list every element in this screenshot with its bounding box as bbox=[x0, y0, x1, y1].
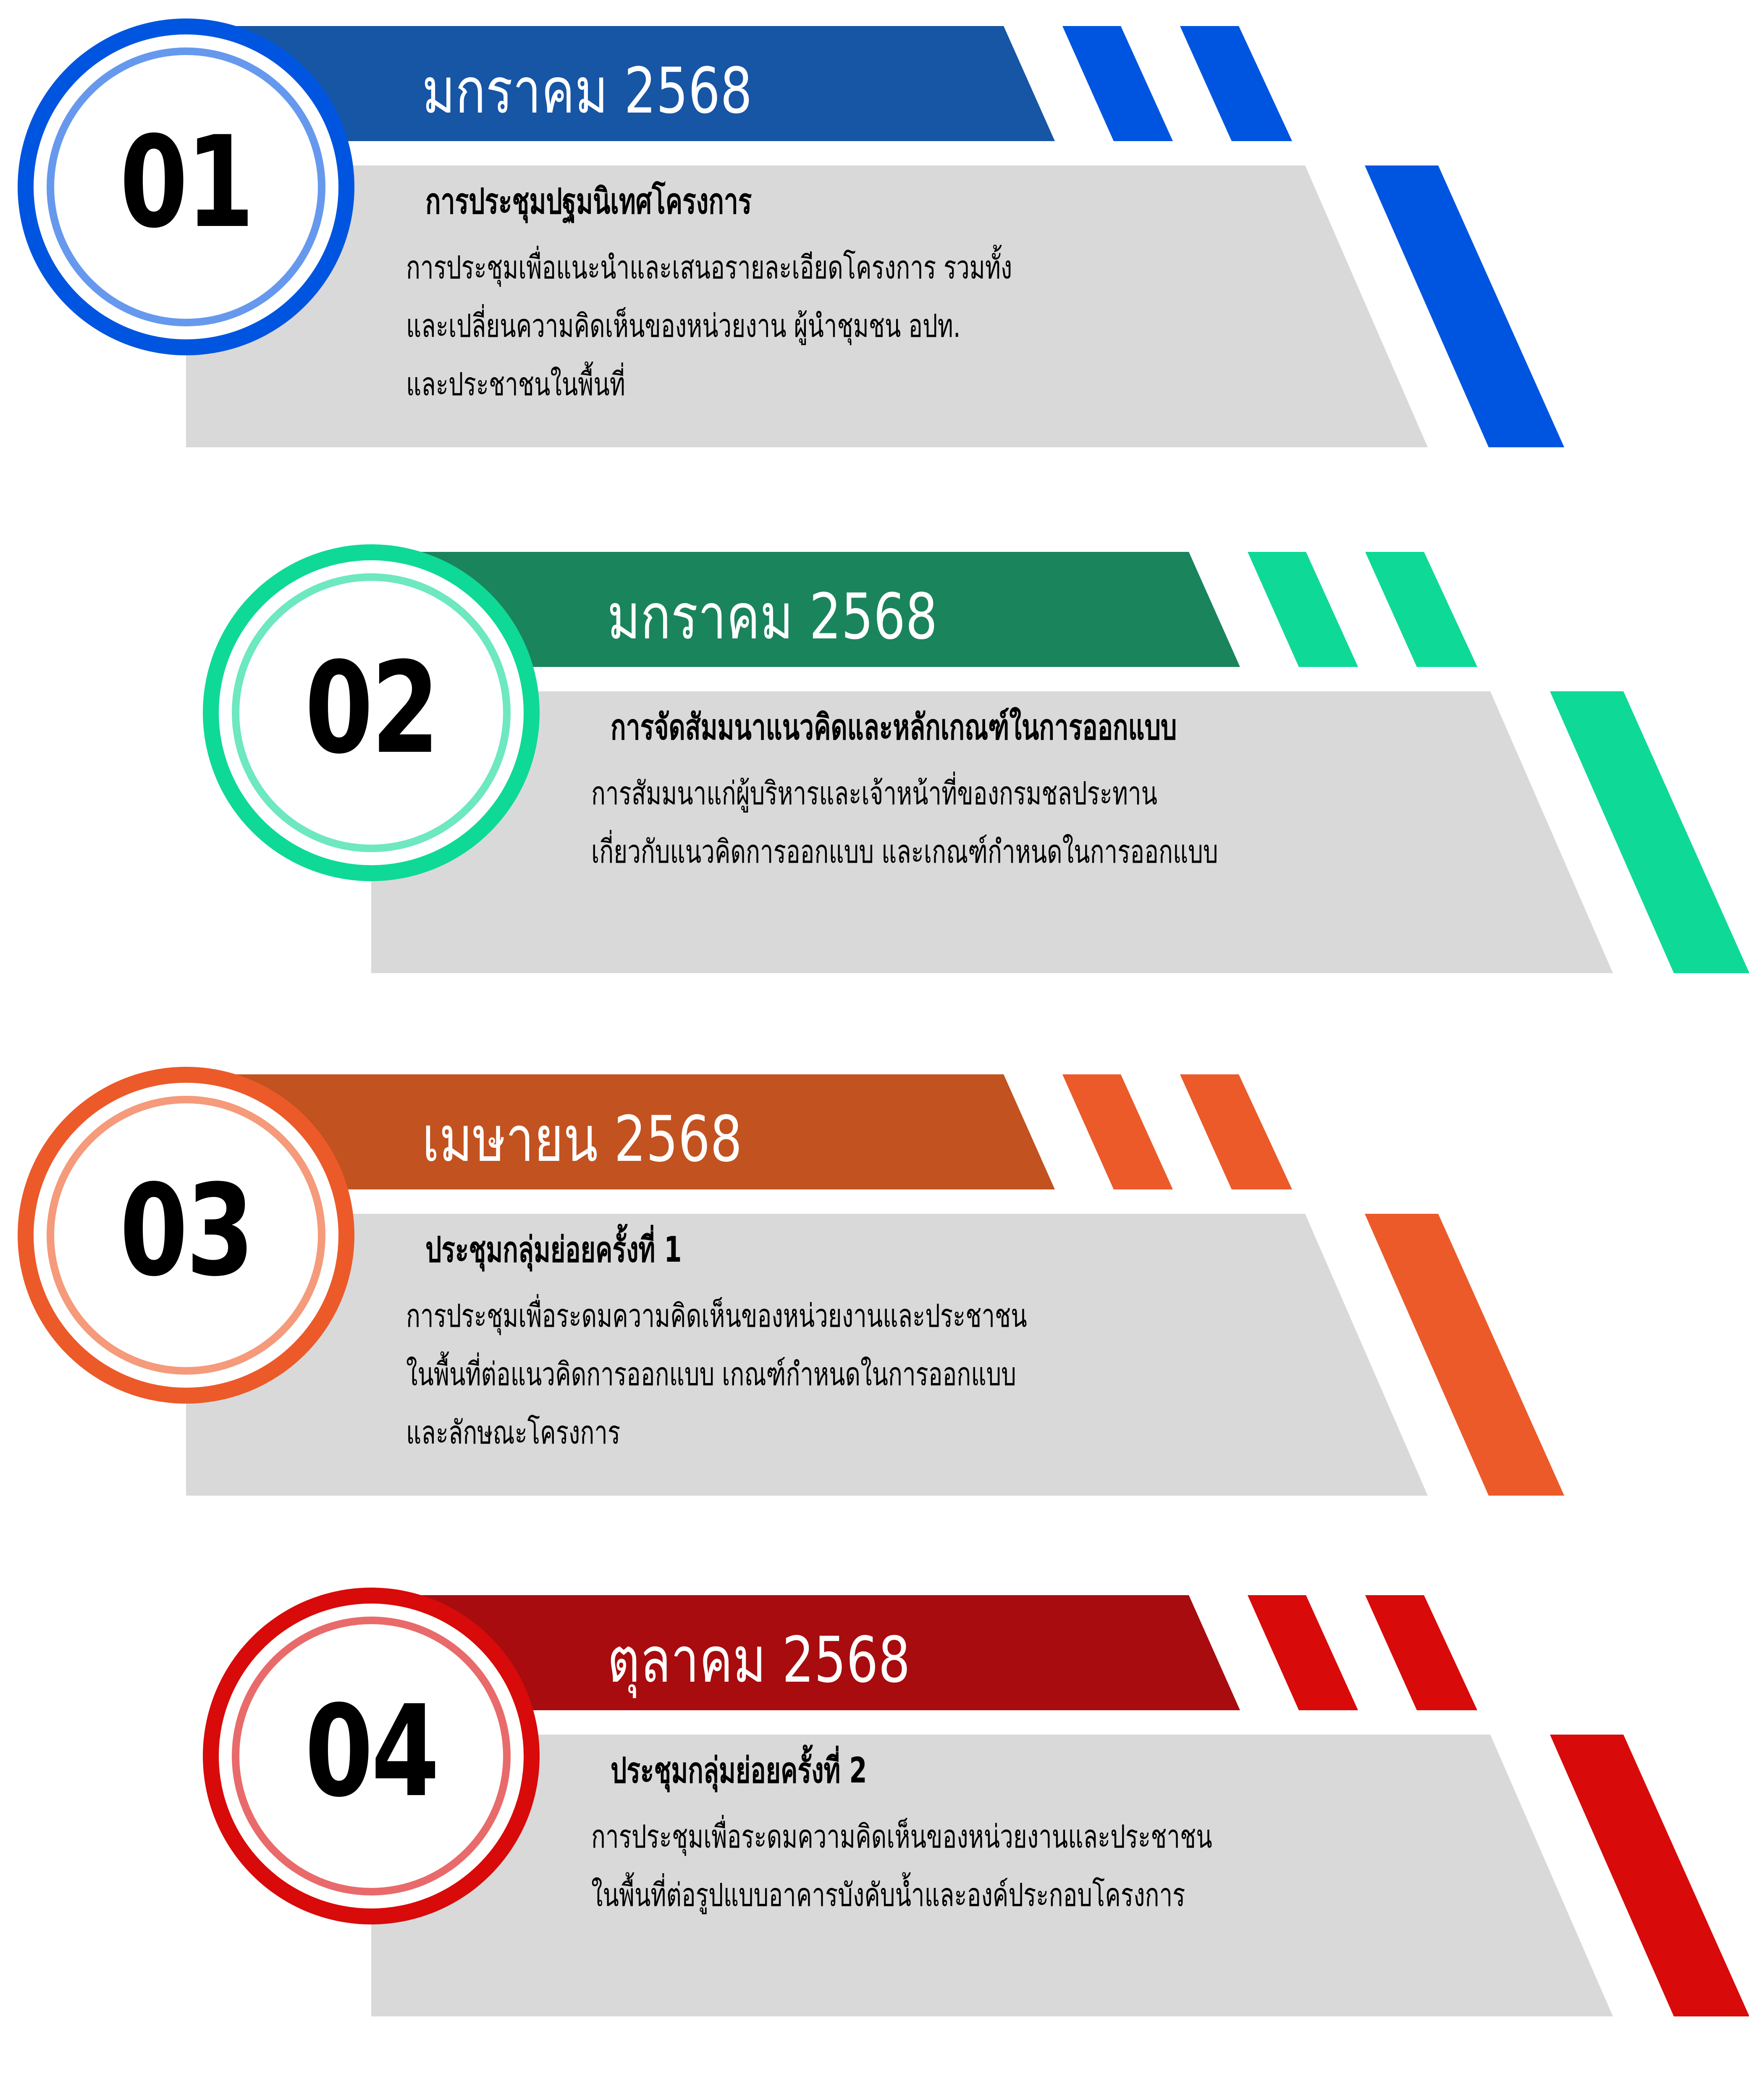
accent-stripe-large bbox=[1550, 691, 1749, 973]
step-date-heading: เมษายน 2568 bbox=[422, 1103, 742, 1176]
accent-stripe bbox=[1365, 552, 1477, 667]
accent-stripe bbox=[1062, 1074, 1173, 1189]
step-title: การประชุมปฐมนิเทศโครงการ bbox=[425, 181, 752, 222]
badge-face bbox=[54, 55, 318, 319]
accent-stripe-large bbox=[1550, 1735, 1749, 2016]
timeline-step-3: 03 เมษายน 2568 ประชุมกลุ่มย่อยครั้งที่ 1… bbox=[0, 1067, 1749, 1536]
description-line: และประชาชนในพื้นที่ bbox=[406, 365, 625, 403]
description-line: การประชุมเพื่อระดมความคิดเห็นของหน่วยงาน… bbox=[406, 1297, 1027, 1334]
step-graphics bbox=[18, 18, 1564, 447]
step-description: การประชุมเพื่อแนะนำและเสนอรายละเอียดโครง… bbox=[406, 238, 1012, 413]
step-graphics bbox=[18, 1067, 1564, 1496]
description-line: ในพื้นที่ต่อรูปแบบอาคารบังคับน้ำและองค์ป… bbox=[591, 1876, 1185, 1914]
date-band bbox=[371, 552, 1240, 667]
step-number-badge: 01 bbox=[119, 109, 254, 256]
content-panel bbox=[371, 1735, 1613, 2016]
accent-stripe bbox=[1365, 1595, 1477, 1710]
step-date-heading: มกราคม 2568 bbox=[607, 580, 938, 654]
badge-face bbox=[239, 1624, 503, 1888]
step-number-badge: 02 bbox=[304, 635, 440, 782]
description-line: การประชุมเพื่อแนะนำและเสนอรายละเอียดโครง… bbox=[406, 249, 1012, 286]
step-number-badge: 04 bbox=[304, 1678, 440, 1825]
description-line: และลักษณะโครงการ bbox=[406, 1414, 621, 1451]
description-line: ในพื้นที่ต่อแนวคิดการออกแบบ เกณฑ์กำหนดใน… bbox=[406, 1355, 1016, 1393]
step-description: การประชุมเพื่อระดมความคิดเห็นของหน่วยงาน… bbox=[591, 1807, 1212, 1924]
timeline-step-4: 04 ตุลาคม 2568 ประชุมกลุ่มย่อยครั้งที่ 2… bbox=[0, 1588, 1749, 2057]
accent-stripe bbox=[1180, 1074, 1292, 1189]
step-graphics bbox=[203, 544, 1749, 973]
timeline-step-1: 01 มกราคม 2568 การประชุมปฐมนิเทศโครงการ … bbox=[0, 18, 1749, 488]
description-line: การสัมมนาแก่ผู้บริหารและเจ้าหน้าที่ของกร… bbox=[591, 774, 1158, 812]
accent-stripe bbox=[1180, 26, 1292, 141]
step-number-badge: 03 bbox=[119, 1158, 254, 1304]
date-band bbox=[371, 1595, 1240, 1710]
accent-stripe-large bbox=[1365, 1214, 1564, 1496]
step-title: ประชุมกลุ่มย่อยครั้งที่ 2 bbox=[611, 1750, 867, 1791]
badge-face bbox=[239, 581, 503, 845]
step-title: การจัดสัมมนาแนวคิดและหลักเกณฑ์ในการออกแบ… bbox=[611, 706, 1177, 748]
accent-stripe bbox=[1062, 26, 1173, 141]
content-panel bbox=[371, 691, 1613, 973]
accent-stripe bbox=[1248, 1595, 1358, 1710]
content-panel bbox=[186, 1214, 1428, 1496]
date-band bbox=[186, 26, 1055, 141]
step-title: ประชุมกลุ่มย่อยครั้งที่ 1 bbox=[425, 1229, 682, 1270]
step-description: การสัมมนาแก่ผู้บริหารและเจ้าหน้าที่ของกร… bbox=[591, 764, 1218, 881]
timeline-step-2: 02 มกราคม 2568 การจัดสัมมนาแนวคิดและหลัก… bbox=[0, 544, 1749, 1014]
step-description: การประชุมเพื่อระดมความคิดเห็นของหน่วยงาน… bbox=[406, 1286, 1027, 1462]
description-line: เกี่ยวกับแนวคิดการออกแบบ และเกณฑ์กำหนดใน… bbox=[591, 833, 1218, 870]
accent-stripe-large bbox=[1365, 165, 1564, 447]
step-date-heading: มกราคม 2568 bbox=[422, 55, 753, 128]
description-line: และเปลี่ยนความคิดเห็นของหน่วยงาน ผู้นำชุ… bbox=[406, 307, 961, 344]
badge-face bbox=[54, 1103, 318, 1367]
step-graphics bbox=[203, 1588, 1749, 2016]
content-panel bbox=[186, 165, 1428, 447]
step-date-heading: ตุลาคม 2568 bbox=[607, 1624, 910, 1697]
date-band bbox=[186, 1074, 1055, 1189]
accent-stripe bbox=[1248, 552, 1358, 667]
description-line: การประชุมเพื่อระดมความคิดเห็นของหน่วยงาน… bbox=[591, 1818, 1212, 1855]
